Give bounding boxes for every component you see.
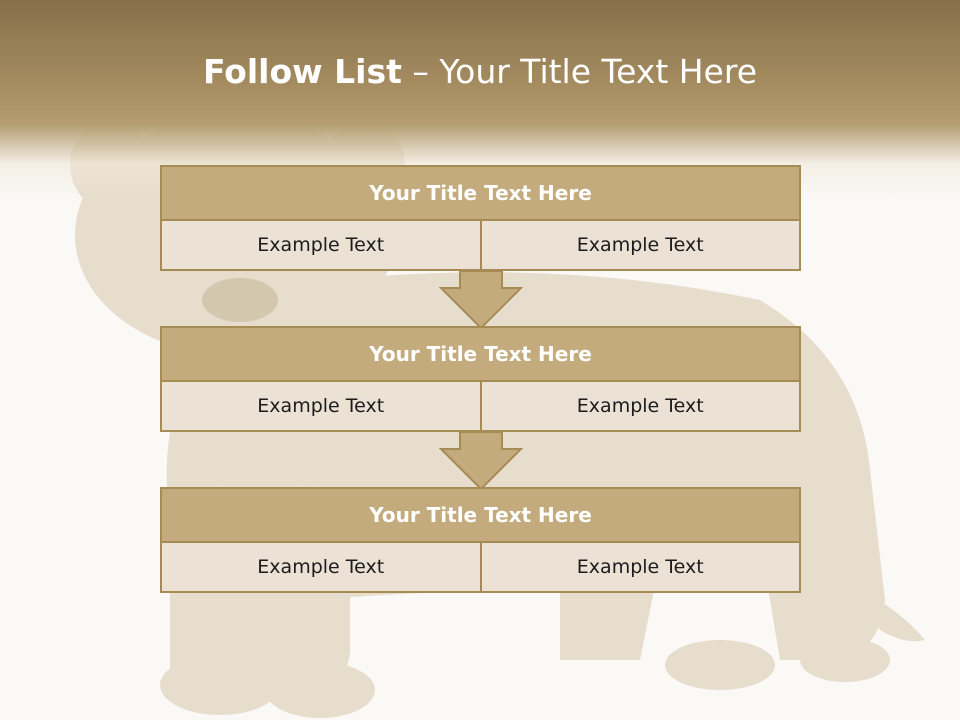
block-cell-right[interactable]: Example Text bbox=[481, 382, 801, 432]
down-arrow-icon bbox=[439, 431, 523, 491]
follow-block-1: Your Title Text Here Example Text Exampl… bbox=[160, 165, 801, 271]
block-cell-right[interactable]: Example Text bbox=[481, 543, 801, 593]
block-cell-left[interactable]: Example Text bbox=[160, 543, 482, 593]
down-arrow-icon bbox=[439, 270, 523, 330]
block-title[interactable]: Your Title Text Here bbox=[160, 165, 801, 221]
block-title[interactable]: Your Title Text Here bbox=[160, 487, 801, 543]
block-cell-left[interactable]: Example Text bbox=[160, 221, 482, 271]
block-cell-left[interactable]: Example Text bbox=[160, 382, 482, 432]
slide-title-bold: Follow List bbox=[202, 52, 402, 91]
block-cell-right[interactable]: Example Text bbox=[481, 221, 801, 271]
block-row: Example Text Example Text bbox=[160, 382, 801, 432]
slide-title: Follow List – Your Title Text Here bbox=[0, 52, 960, 91]
slide-title-rest: – Your Title Text Here bbox=[412, 52, 758, 91]
follow-block-2: Your Title Text Here Example Text Exampl… bbox=[160, 326, 801, 432]
follow-block-3: Your Title Text Here Example Text Exampl… bbox=[160, 487, 801, 593]
block-row: Example Text Example Text bbox=[160, 221, 801, 271]
block-row: Example Text Example Text bbox=[160, 543, 801, 593]
block-title[interactable]: Your Title Text Here bbox=[160, 326, 801, 382]
